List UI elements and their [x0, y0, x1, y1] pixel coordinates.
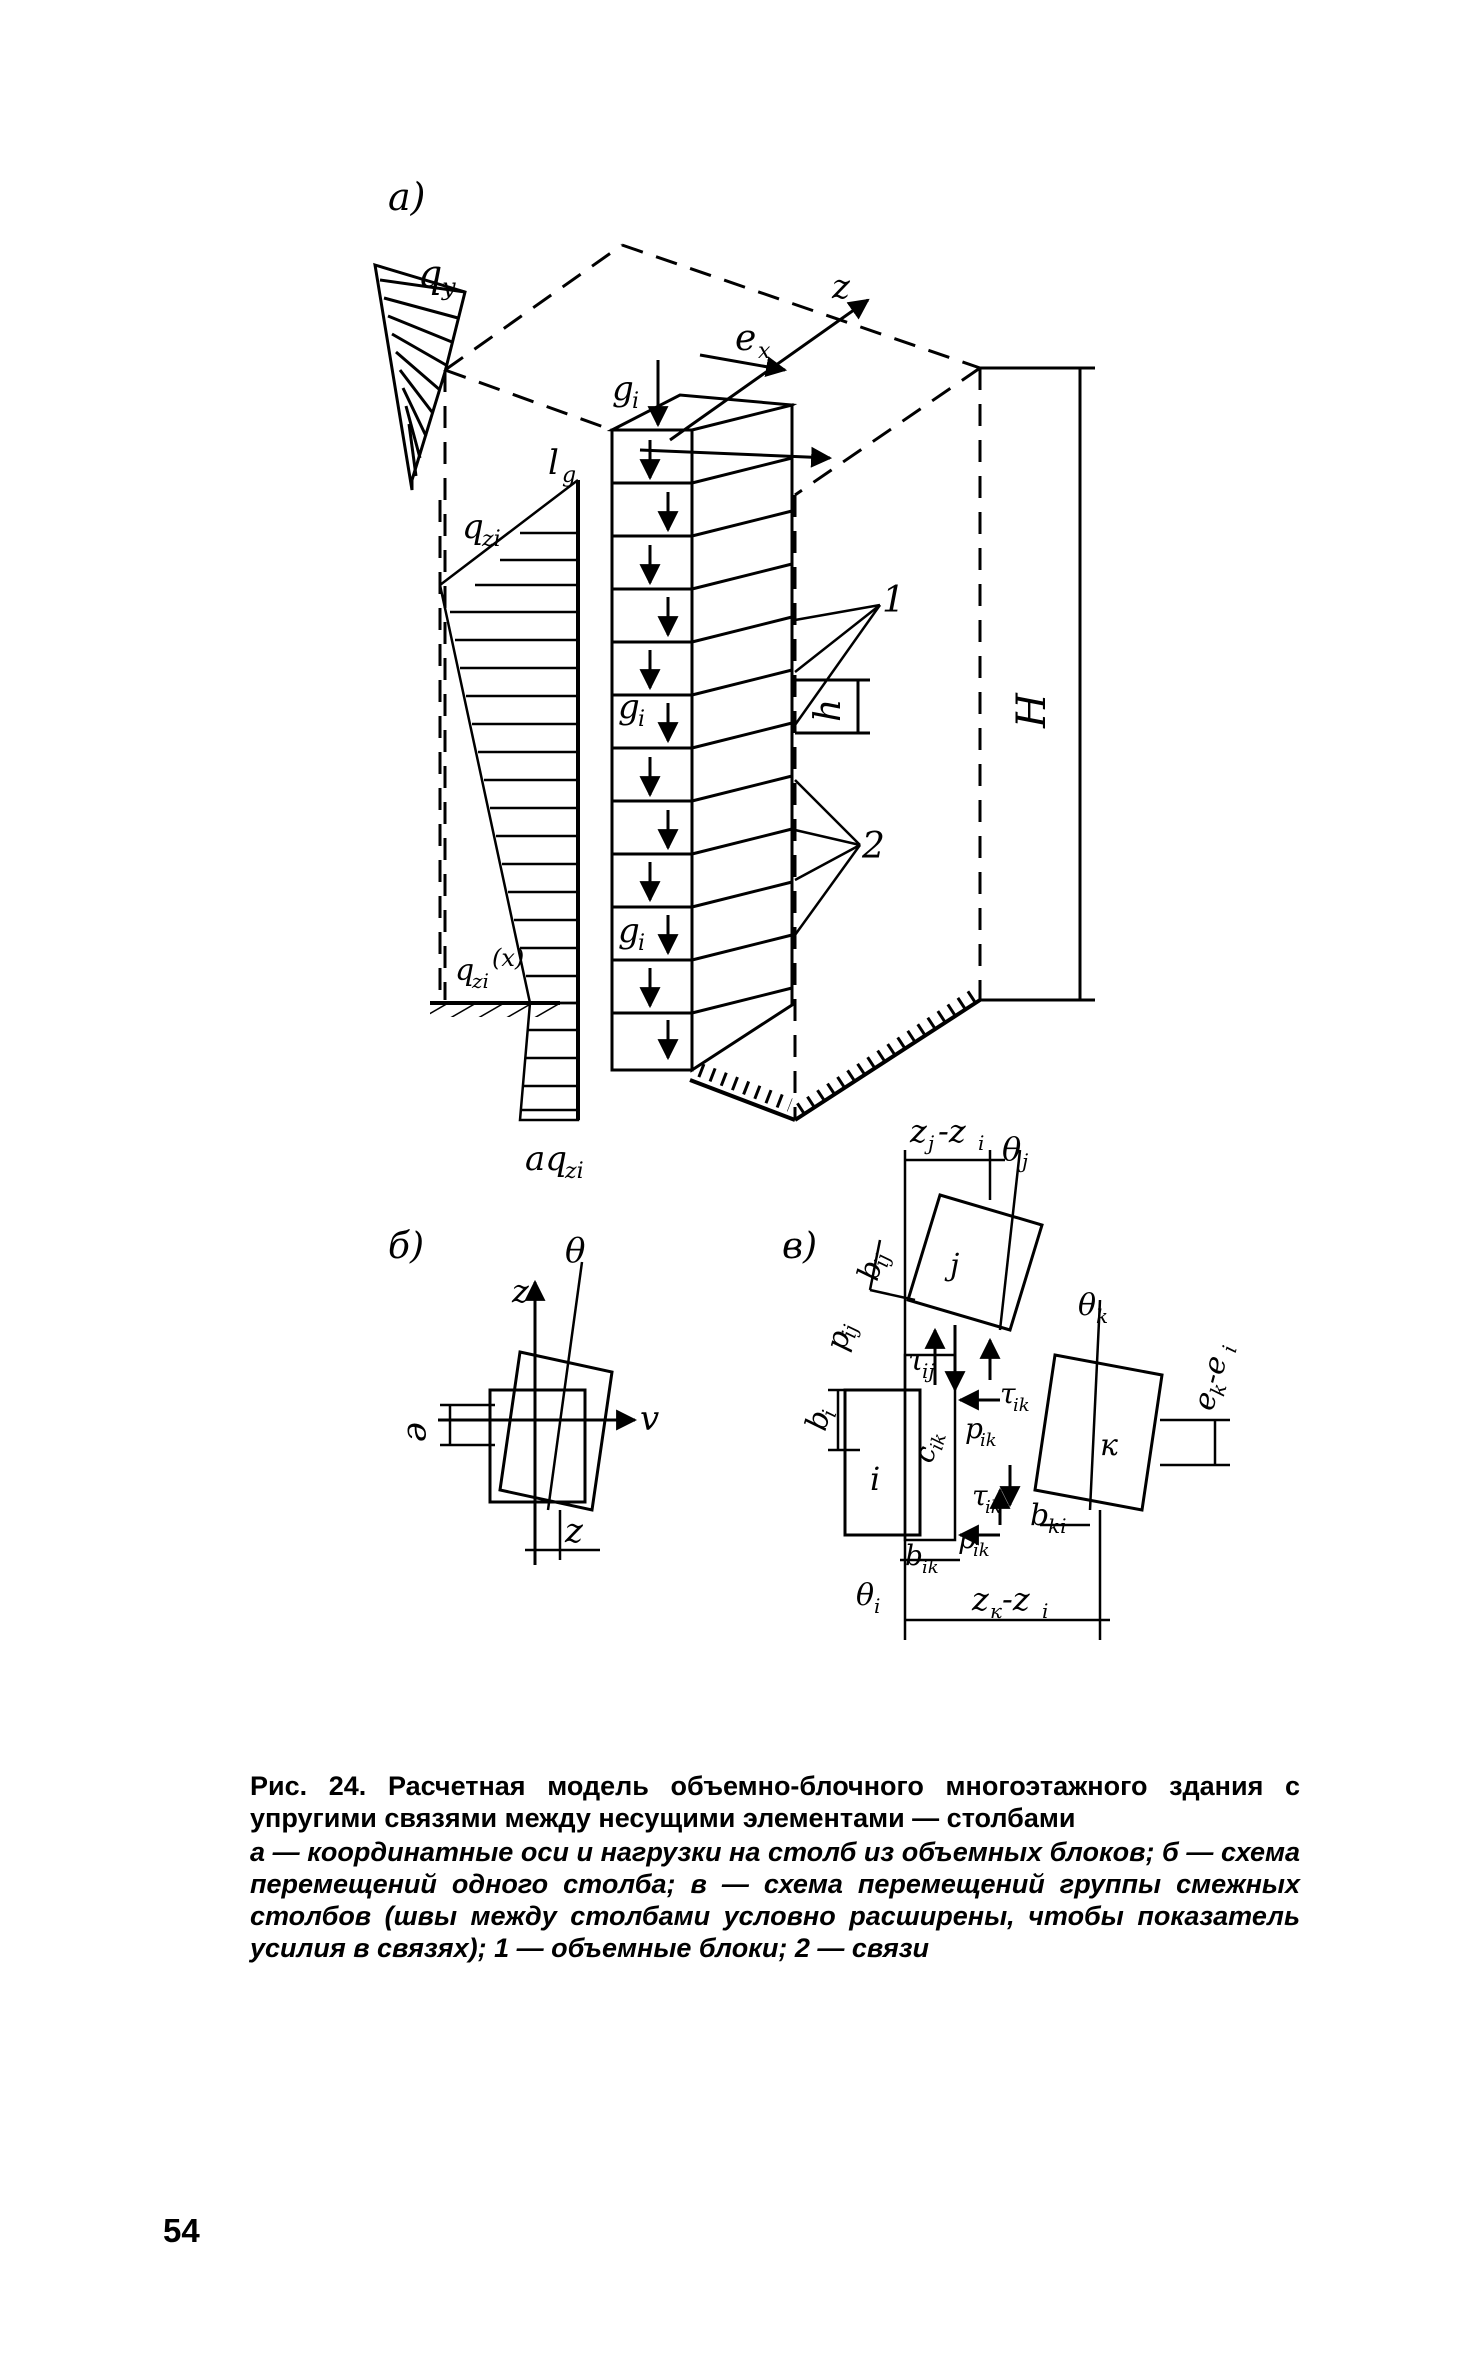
c-dimensions: [828, 1149, 1230, 1640]
building-outline: [443, 243, 982, 1120]
page-number: 54: [163, 2212, 200, 2249]
gravity-arrows: [639, 360, 679, 1061]
label-gi-mid: g: [618, 687, 640, 727]
label-qzi-sub: zi: [481, 527, 501, 552]
c-label-zj-zi: z: [909, 1112, 928, 1150]
label-aqzi-sub: zi: [564, 1159, 584, 1184]
panel-c-tag: в): [782, 1226, 817, 1267]
caption-body: а — координатные оси и нагрузки на столб…: [250, 1837, 1300, 1963]
c-label-zj-zi-sub: j: [924, 1131, 934, 1155]
c-label-zj-zi-sub2: i: [978, 1131, 984, 1155]
c-block-k: [1033, 1353, 1164, 1512]
label-ex-sub: x: [758, 339, 771, 364]
panel-b: б) z θ v e z: [388, 1226, 659, 1565]
c-label-tij: τ: [908, 1343, 925, 1378]
figure-caption: Рис. 24. Расчетная модель объемно-блочно…: [250, 1770, 1300, 1964]
b-label-e: e: [399, 1422, 439, 1442]
panel-c: в): [782, 1112, 1242, 1640]
c-label-bik: b: [905, 1539, 923, 1572]
c-label-tij-sub: ij: [922, 1359, 935, 1383]
c-label-k: к: [1100, 1428, 1118, 1463]
b-e-dimension: [440, 1403, 495, 1447]
label-gi-mid-sub: i: [638, 707, 645, 732]
x-axis: [639, 446, 833, 468]
c-label-theta-k: θ: [1078, 1288, 1096, 1323]
panel-a: a): [373, 175, 1095, 1184]
b-label-theta: θ: [565, 1231, 585, 1271]
c-label-i: i: [870, 1460, 880, 1498]
c-force-arrows: [924, 1325, 1021, 1546]
c-label-theta-i-sub: i: [874, 1594, 880, 1618]
c-label-theta-j-sub: j: [1018, 1149, 1028, 1173]
c-label-tik-top: τ: [1000, 1377, 1016, 1410]
c-label-cik-sub: ik: [926, 1431, 951, 1453]
block-joints: [612, 456, 793, 1015]
c-label-pik-mid-sub: ik: [980, 1430, 997, 1451]
label-lg: l: [548, 443, 559, 483]
c-label-theta-i: θ: [856, 1578, 874, 1613]
c-block-j: [906, 1193, 1044, 1332]
panel-a-tag: a): [388, 175, 425, 219]
qy-load: [373, 262, 467, 491]
label-h: h: [808, 699, 849, 722]
c-label-bki-sub: ki: [1048, 1514, 1067, 1538]
c-label-pik-mid: p: [965, 1412, 983, 1445]
label-gi-bot-sub: i: [638, 931, 645, 956]
c-label-ek-ei-mid: -e: [1193, 1352, 1234, 1388]
b-z-dimension: [525, 1510, 600, 1560]
h-dimension: [980, 366, 1095, 1002]
c-label-pik: p: [958, 1522, 976, 1555]
panel-b-tag: б): [388, 1226, 424, 1267]
c-label-bik-sub: ik: [922, 1557, 939, 1578]
block-column: [606, 393, 798, 1073]
b-theta-line: [546, 1261, 584, 1511]
c-label-zk-zi-mid: -z: [1002, 1580, 1031, 1618]
c-label-zj-zi-mid: -z: [938, 1112, 967, 1150]
label-qzix-sub: zi: [471, 969, 489, 993]
c-label-zk-zi: z: [971, 1580, 990, 1618]
label-gi-top-sub: i: [632, 389, 639, 414]
c-label-tik-sub: ik: [985, 1497, 1002, 1518]
label-qzix-tail: (x): [492, 944, 524, 972]
label-2: 2: [861, 826, 885, 867]
label-ex: e: [735, 318, 756, 359]
c-label-zk-zi-sub2: i: [1042, 1599, 1048, 1623]
c-label-tik-top-sub: ik: [1013, 1395, 1030, 1416]
c-label-bki: b: [1030, 1498, 1049, 1533]
qzi-load: [438, 479, 580, 1005]
b-original-block: [488, 1388, 587, 1504]
aqzi-load: [518, 1001, 580, 1122]
c-label-pik-sub: ik: [973, 1540, 990, 1561]
label-lg-sub: g: [562, 463, 576, 488]
b-label-z-bottom: z: [564, 1511, 584, 1551]
c-label-ek-ei-sub: k: [1205, 1381, 1231, 1399]
label-qy-sub: y: [441, 273, 456, 301]
b-displaced-block: [498, 1350, 614, 1512]
label-aqzi: aq: [525, 1139, 567, 1179]
label-gi-bot: g: [618, 911, 640, 951]
label-gi-top: g: [612, 369, 634, 409]
leader-lines: [793, 603, 882, 936]
c-label-tik: τ: [972, 1479, 988, 1512]
c-label-theta-j: θ: [1002, 1130, 1021, 1168]
label-qy: q: [418, 252, 442, 296]
ex-arrow: [699, 353, 788, 378]
label-z: z: [831, 267, 851, 307]
c-label-pij-sub: ij: [836, 1322, 862, 1340]
label-qzi: q: [462, 507, 484, 547]
figure-svg: a): [373, 175, 1242, 1640]
label-H: H: [1009, 692, 1055, 729]
c-label-theta-k-sub: k: [1096, 1304, 1108, 1328]
b-label-v: v: [640, 1399, 659, 1439]
c-label-bij-sub: ij: [869, 1251, 895, 1269]
caption-title: Рис. 24. Расчетная модель объемно-блочно…: [250, 1771, 1300, 1833]
figure-24: a): [373, 175, 1242, 1640]
c-label-ek-ei-sub2: i: [1217, 1343, 1242, 1355]
c-label-zk-zi-sub: к: [990, 1599, 1002, 1623]
small-h-dimension: [795, 678, 870, 735]
b-label-z: z: [511, 1272, 530, 1310]
c-block-i: [843, 1388, 922, 1537]
label-1: 1: [882, 580, 905, 621]
label-qzix: q: [455, 953, 474, 988]
